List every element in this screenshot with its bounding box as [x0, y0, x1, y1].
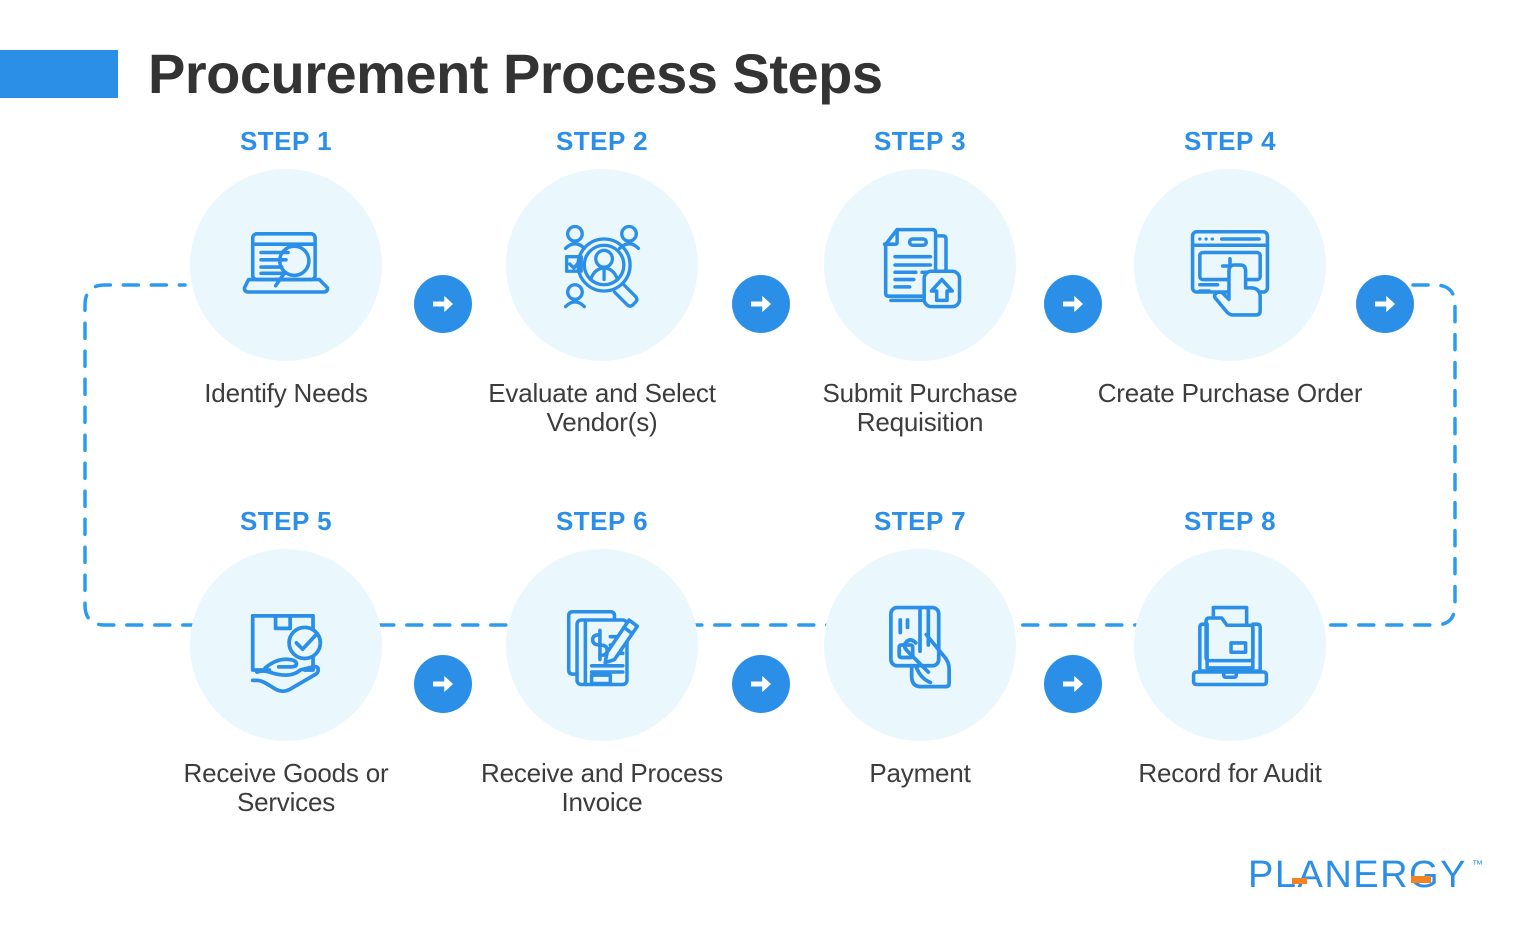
step-label-2: Evaluate and Select Vendor(s) — [488, 378, 716, 438]
step-card-4[interactable]: STEP 4 Create Purchase Order — [1080, 125, 1380, 408]
laptop-magnifier-icon — [242, 232, 330, 294]
header-accent-bar — [0, 50, 118, 98]
page-header: Procurement Process Steps — [0, 0, 1536, 120]
step-heading-3: STEP 3 — [873, 126, 967, 156]
invoice-pen-icon — [566, 609, 640, 687]
package-hand-check-icon — [250, 614, 323, 694]
step-heading-7: STEP 7 — [873, 506, 967, 536]
step-icon-circle-2 — [506, 169, 698, 361]
step-icon-circle-7 — [824, 549, 1016, 741]
arrow-right-icon-1 — [414, 275, 472, 333]
laptop-folder-icon — [1191, 605, 1269, 687]
documents-upload-icon — [882, 227, 962, 309]
step-label-7: Payment — [869, 758, 971, 788]
step-icon-circle-8 — [1134, 549, 1326, 741]
logo-accent-g — [1411, 876, 1431, 883]
browser-plus-hand-icon — [1190, 229, 1270, 317]
step-label-4: Create Purchase Order — [1097, 378, 1363, 408]
step-icon-circle-1 — [190, 169, 382, 361]
arrow-right-icon-6 — [732, 655, 790, 713]
step-label-1: Identify Needs — [204, 378, 368, 408]
step-label-3: Submit Purchase Requisition — [822, 378, 1018, 438]
step-card-5[interactable]: STEP 5 Receive Goods or Services — [136, 505, 436, 817]
step-card-6[interactable]: STEP 6 Receive and Process Invoice — [452, 505, 752, 817]
planergy-logo: PLANERGY ™ — [1248, 854, 1484, 898]
arrow-right-icon-5 — [414, 655, 472, 713]
arrow-right-icon-7 — [1044, 655, 1102, 713]
planergy-wordmark: PLANERGY — [1248, 854, 1467, 896]
arrow-right-icon-3 — [1044, 275, 1102, 333]
step-icon-circle-3 — [824, 169, 1016, 361]
step-card-1[interactable]: STEP 1 Identify Needs — [136, 125, 436, 408]
step-label-5: Receive Goods or Services — [183, 758, 389, 818]
arrow-right-icon-2 — [732, 275, 790, 333]
step-heading-2: STEP 2 — [555, 126, 649, 156]
logo-accent-a — [1292, 878, 1307, 884]
step-label-6: Receive and Process Invoice — [481, 758, 723, 818]
step-card-7[interactable]: STEP 7 Payment — [770, 505, 1070, 788]
step-card-8[interactable]: STEP 8 Record for Audit — [1080, 505, 1380, 788]
step-label-8: Record for Audit — [1138, 758, 1322, 788]
steps-row-2: STEP 5 Receive Goods or Services STEP 6 — [0, 505, 1536, 875]
people-magnifier-icon — [563, 224, 641, 309]
arrow-right-icon-4 — [1356, 275, 1414, 333]
step-icon-circle-6 — [506, 549, 698, 741]
planergy-trademark: ™ — [1472, 859, 1483, 871]
steps-row-1: STEP 1 Identify Needs STEP 2 — [0, 125, 1536, 495]
page-title: Procurement Process Steps — [148, 42, 883, 105]
step-heading-5: STEP 5 — [239, 506, 333, 536]
step-icon-circle-5 — [190, 549, 382, 741]
step-heading-4: STEP 4 — [1183, 126, 1277, 156]
step-card-2[interactable]: STEP 2 Evaluate and Select Vendor(s) — [452, 125, 752, 437]
hand-credit-card-icon — [889, 605, 951, 689]
step-heading-1: STEP 1 — [239, 126, 333, 156]
step-heading-6: STEP 6 — [555, 506, 649, 536]
step-heading-8: STEP 8 — [1183, 506, 1277, 536]
step-icon-circle-4 — [1134, 169, 1326, 361]
step-card-3[interactable]: STEP 3 Submit Purchase Requisition — [770, 125, 1070, 437]
